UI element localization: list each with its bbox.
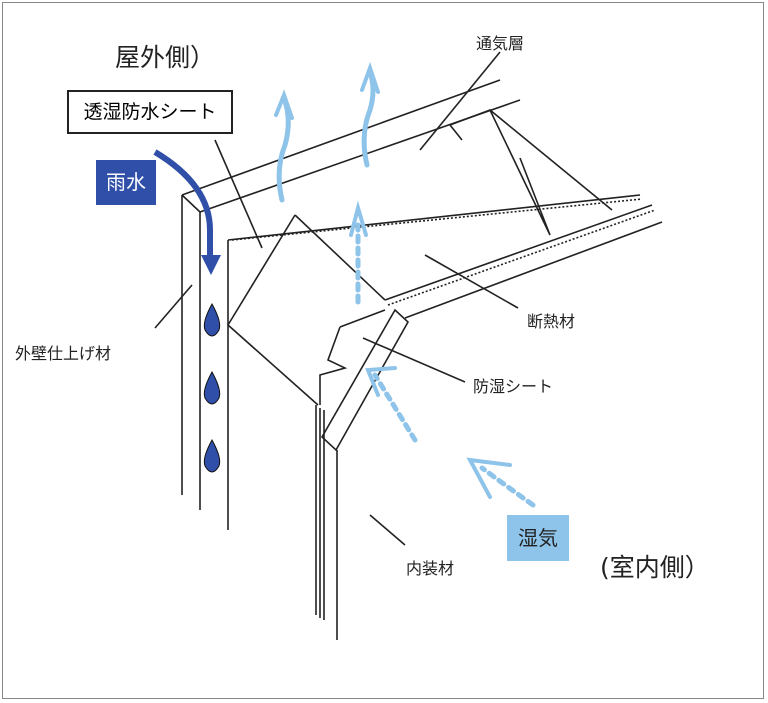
- ventilation-layer-label: 通気層: [476, 34, 525, 53]
- indoor-label: (室内側）: [600, 553, 710, 582]
- outdoor-label: 屋外側）: [115, 43, 216, 72]
- breathable-sheet-label: 透湿防水シート: [67, 90, 233, 134]
- vapor-barrier-label: 防湿シート: [473, 377, 554, 396]
- moisture-label: 湿気: [507, 515, 569, 561]
- water-drops: [203, 302, 221, 473]
- interior-finish-label: 内装材: [406, 559, 455, 578]
- wall-lines: [154, 51, 663, 640]
- exterior-finish-label: 外壁仕上げ材: [15, 344, 112, 363]
- moisture-arrows: [274, 61, 536, 508]
- rain-label: 雨水: [96, 160, 156, 205]
- insulation-label: 断熱材: [527, 312, 576, 331]
- rain-arrow: [153, 149, 221, 275]
